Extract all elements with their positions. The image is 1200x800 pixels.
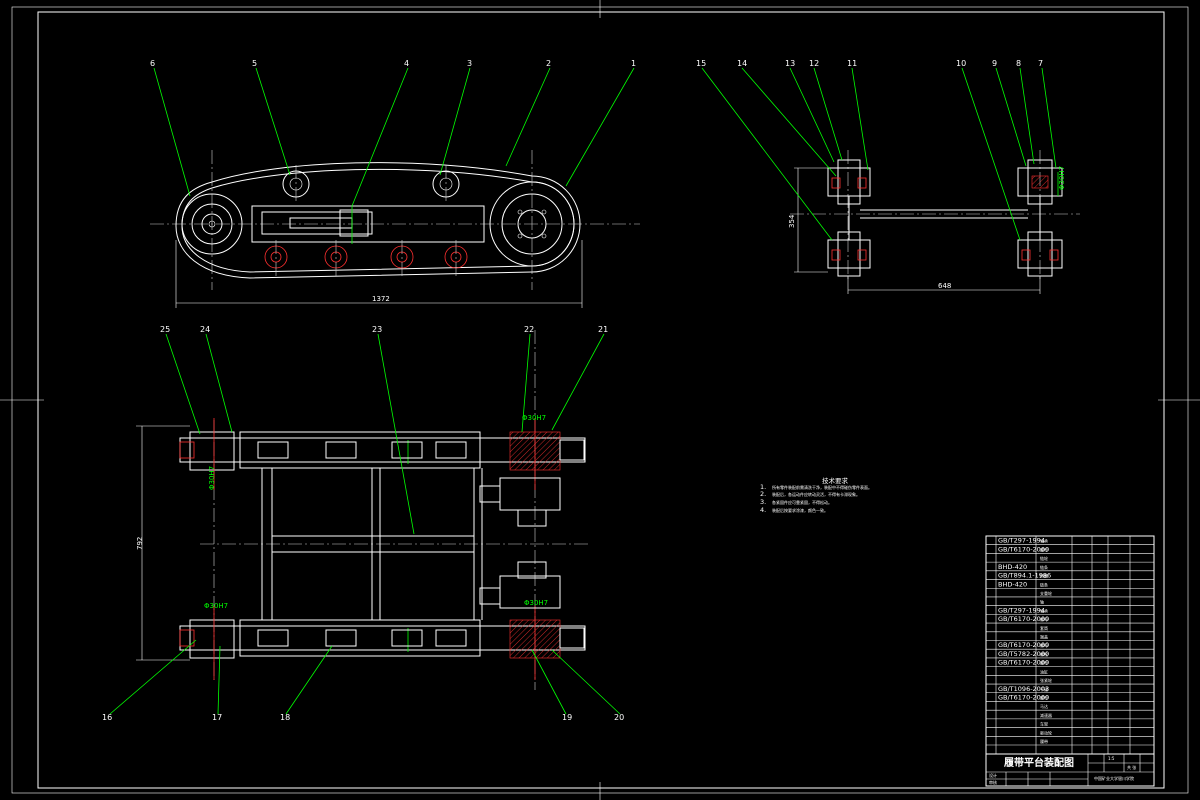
note-4-num: 4. xyxy=(760,506,766,514)
school-name: 中国矿业大学银川学院 xyxy=(1094,775,1134,781)
parts-row-name: 端盖 xyxy=(1040,634,1048,640)
note-2-num: 2. xyxy=(760,490,766,498)
balloon-15: 15 xyxy=(696,59,706,68)
parts-row-name: 螺母 xyxy=(1040,694,1048,700)
parts-row-name: 轴承 xyxy=(1040,538,1048,544)
balloon-18: 18 xyxy=(280,713,290,722)
balloon-8: 8 xyxy=(1016,59,1021,68)
parts-row-code: GB/T6170-2000 xyxy=(998,659,1049,667)
fit-label-b: Φ30H7 xyxy=(524,599,548,607)
parts-row-code: GB/T297-1994 xyxy=(998,537,1045,545)
parts-row-code: GB/T6170-2000 xyxy=(998,615,1049,623)
parts-row-code: GB/T6170-2000 xyxy=(998,693,1049,701)
track-end-view: Φ30H7 354 648 15 14 13 12 11 10 9 8 7 xyxy=(696,59,1080,294)
parts-row-name: 挡圈 xyxy=(1040,573,1048,579)
balloon-20: 20 xyxy=(614,713,624,722)
parts-row-name: 螺母 xyxy=(1040,660,1048,666)
fit-label-c: Φ30H7 xyxy=(204,602,228,610)
parts-row-name: 链条 xyxy=(1040,564,1048,570)
balloon-1: 1 xyxy=(631,59,636,68)
balloon-24: 24 xyxy=(200,325,210,334)
sheet-count: 共 张 xyxy=(1127,764,1136,770)
parts-row-name: 轴 xyxy=(1040,599,1044,605)
parts-row-name: 套筒 xyxy=(1040,625,1048,631)
note-4-text: 装配后按要求涂漆，颜色一致。 xyxy=(772,507,828,513)
balloon-5: 5 xyxy=(252,59,257,68)
fit-label-a: Φ30H7 xyxy=(522,414,546,422)
note-2-text: 装配后，各运动件应转动灵活，不得有卡滞现象。 xyxy=(772,491,860,497)
technical-notes: 技术要求 1. 所有零件装配前需清洗干净，装配中不得碰伤零件表面。 2. 装配后… xyxy=(760,476,872,514)
parts-row-name: 油缸 xyxy=(1040,668,1048,674)
parts-row-code: GB/T894.1-1986 xyxy=(998,572,1051,580)
track-side-view: 1372 6 5 4 3 2 1 xyxy=(150,59,640,308)
balloon-9: 9 xyxy=(992,59,997,68)
balloon-7: 7 xyxy=(1038,59,1043,68)
dim-track-height: 354 xyxy=(788,214,796,228)
note-3-num: 3. xyxy=(760,498,766,506)
parts-row-code: BHD-420 xyxy=(998,580,1027,588)
parts-row-code: GB/T6170-2000 xyxy=(998,545,1049,553)
balloon-16: 16 xyxy=(102,713,112,722)
balloon-10: 10 xyxy=(956,59,966,68)
dim-track-gauge: 648 xyxy=(938,282,951,290)
parts-row-name: 螺母 xyxy=(1040,642,1048,648)
balloon-14: 14 xyxy=(737,59,747,68)
balloon-3: 3 xyxy=(467,59,472,68)
balloon-11: 11 xyxy=(847,59,857,68)
fit-label-d: Φ30H7 xyxy=(208,466,216,490)
balloon-21: 21 xyxy=(598,325,608,334)
parts-row-name: 驱动轮 xyxy=(1040,729,1052,735)
parts-row-name: 张紧轮 xyxy=(1040,677,1052,683)
parts-row-name: 马达 xyxy=(1040,703,1048,709)
balloon-23: 23 xyxy=(372,325,382,334)
note-1-text: 所有零件装配前需清洗干净，装配中不得碰伤零件表面。 xyxy=(772,484,872,490)
note-3-text: 各紧固件应可靠紧固，不得松动。 xyxy=(772,499,832,505)
parts-row-name: 螺母 xyxy=(1040,546,1048,552)
parts-row-code: GB/T1096-2003 xyxy=(998,685,1049,693)
parts-row-name: 支重轮 xyxy=(1040,590,1052,596)
balloon-25: 25 xyxy=(160,325,170,334)
parts-row-name: 链条 xyxy=(1040,581,1048,587)
parts-row-name: 轴承 xyxy=(1040,607,1048,613)
balloon-12: 12 xyxy=(809,59,819,68)
balloon-2: 2 xyxy=(546,59,551,68)
parts-row-name: 螺母 xyxy=(1040,616,1048,622)
parts-row-name: 链轮 xyxy=(1040,555,1048,561)
balloon-17: 17 xyxy=(212,713,222,722)
balloon-6: 6 xyxy=(150,59,155,68)
checker-label: 审核 xyxy=(989,779,997,785)
parts-row-code: BHD-420 xyxy=(998,563,1027,571)
notes-heading: 技术要求 xyxy=(822,476,849,485)
dim-track-length: 1372 xyxy=(372,295,390,303)
balloon-22: 22 xyxy=(524,325,534,334)
parts-row-name: 减速器 xyxy=(1040,712,1052,718)
drawing-title: 履带平台装配图 xyxy=(1003,756,1074,769)
balloon-19: 19 xyxy=(562,713,572,722)
chassis-plan-view: Φ30H7 Φ30H7 Φ30H7 Φ30H7 792 25 24 23 22 … xyxy=(102,325,624,722)
balloon-13: 13 xyxy=(785,59,795,68)
parts-row-name: 螺栓 xyxy=(1040,651,1048,657)
parts-row-code: GB/T297-1994 xyxy=(998,606,1045,614)
parts-row-name: 平键 xyxy=(1040,686,1048,692)
inner-border xyxy=(37,11,1165,789)
parts-row-code: GB/T6170-2000 xyxy=(998,641,1049,649)
parts-row-code: GB/T5782-2000 xyxy=(998,650,1049,658)
balloon-4: 4 xyxy=(404,59,409,68)
note-1-num: 1. xyxy=(760,483,766,491)
parts-row-name: 履带 xyxy=(1040,738,1048,744)
scale-value: 1:5 xyxy=(1108,756,1115,761)
designer-label: 设计 xyxy=(989,772,997,778)
dim-frame-height: 792 xyxy=(136,537,144,550)
parts-row-name: 车架 xyxy=(1040,721,1048,727)
fit-label-top-right: Φ30H7 xyxy=(1058,166,1066,190)
